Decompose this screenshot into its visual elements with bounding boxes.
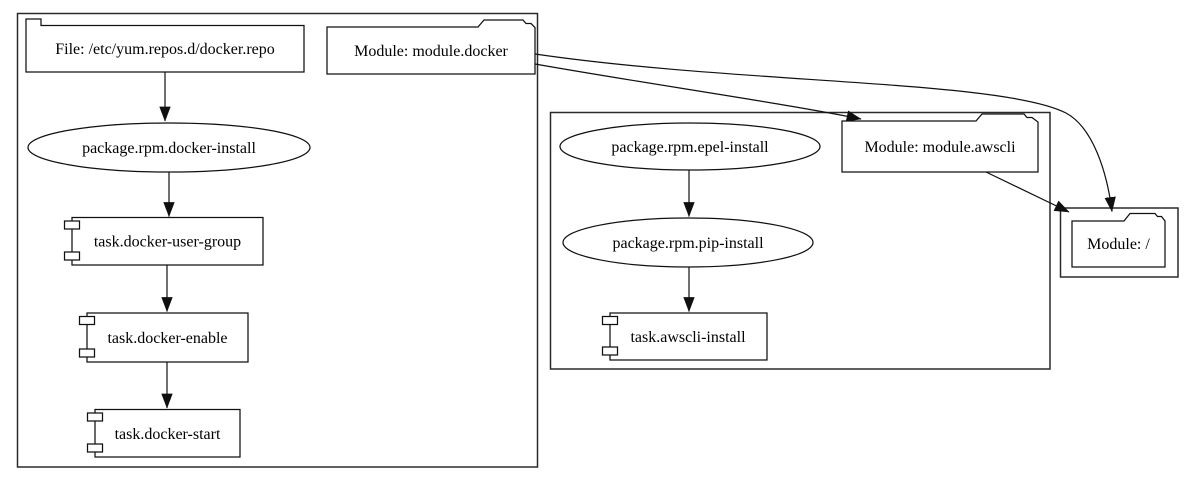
node-task-awscli-install: task.awscli-install xyxy=(601,312,768,361)
node-task-docker-enable-label: task.docker-enable xyxy=(107,330,227,347)
node-task-docker-enable: task.docker-enable xyxy=(78,312,249,363)
node-file-docker-repo-label: File: /etc/yum.repos.d/docker.repo xyxy=(55,41,275,58)
node-pkg-epel-install: package.rpm.epel-install xyxy=(559,122,821,171)
node-module-root: Module: / xyxy=(1071,212,1166,268)
node-task-docker-start-label: task.docker-start xyxy=(115,426,221,443)
edge-module-docker-to-module-root xyxy=(534,53,1116,213)
component-port-bottom xyxy=(78,348,96,358)
ellipse-shape xyxy=(562,217,814,268)
folder-shape xyxy=(326,19,536,75)
component-body xyxy=(94,408,241,458)
component-body xyxy=(71,216,264,266)
node-task-docker-user-group-label: task.docker-user-group xyxy=(94,234,241,251)
edge-module-awscli-to-module-root xyxy=(985,171,1070,213)
ellipse-shape xyxy=(27,122,311,173)
node-module-docker: Module: module.docker xyxy=(326,19,536,75)
component-port-top xyxy=(63,220,81,230)
component-port-top xyxy=(86,412,104,422)
node-file-docker-repo: File: /etc/yum.repos.d/docker.repo xyxy=(25,18,305,73)
node-pkg-pip-install: package.rpm.pip-install xyxy=(562,217,814,268)
component-body xyxy=(609,312,768,361)
node-module-awscli-label: Module: module.awscli xyxy=(864,139,1016,156)
folder-shape xyxy=(841,113,1039,173)
component-port-bottom xyxy=(63,251,81,261)
component-port-bottom xyxy=(601,346,619,356)
component-port-bottom xyxy=(86,443,104,453)
node-pkg-docker-install-label: package.rpm.docker-install xyxy=(82,140,256,157)
cluster-module-root xyxy=(1059,207,1179,278)
node-module-root-label: Module: / xyxy=(1087,236,1150,253)
node-pkg-docker-install: package.rpm.docker-install xyxy=(27,122,311,173)
edges xyxy=(159,53,1116,409)
component-port-top xyxy=(78,315,96,326)
node-task-awscli-install-label: task.awscli-install xyxy=(630,329,746,346)
edge-module-docker-to-module-awscli xyxy=(534,63,862,122)
node-task-docker-user-group: task.docker-user-group xyxy=(63,216,264,266)
node-pkg-pip-install-label: package.rpm.pip-install xyxy=(612,235,764,252)
cluster-module-awscli xyxy=(549,111,1051,370)
node-pkg-epel-install-label: package.rpm.epel-install xyxy=(611,139,769,156)
component-port-top xyxy=(601,315,619,326)
cluster-module-docker xyxy=(16,12,539,468)
folder-shape xyxy=(1071,212,1166,268)
node-module-docker-label: Module: module.docker xyxy=(354,43,508,60)
node-module-awscli: Module: module.awscli xyxy=(841,113,1039,173)
ellipse-shape xyxy=(559,122,821,171)
file-tab-shape xyxy=(25,18,305,73)
component-body xyxy=(86,312,249,363)
node-task-docker-start: task.docker-start xyxy=(86,408,241,458)
